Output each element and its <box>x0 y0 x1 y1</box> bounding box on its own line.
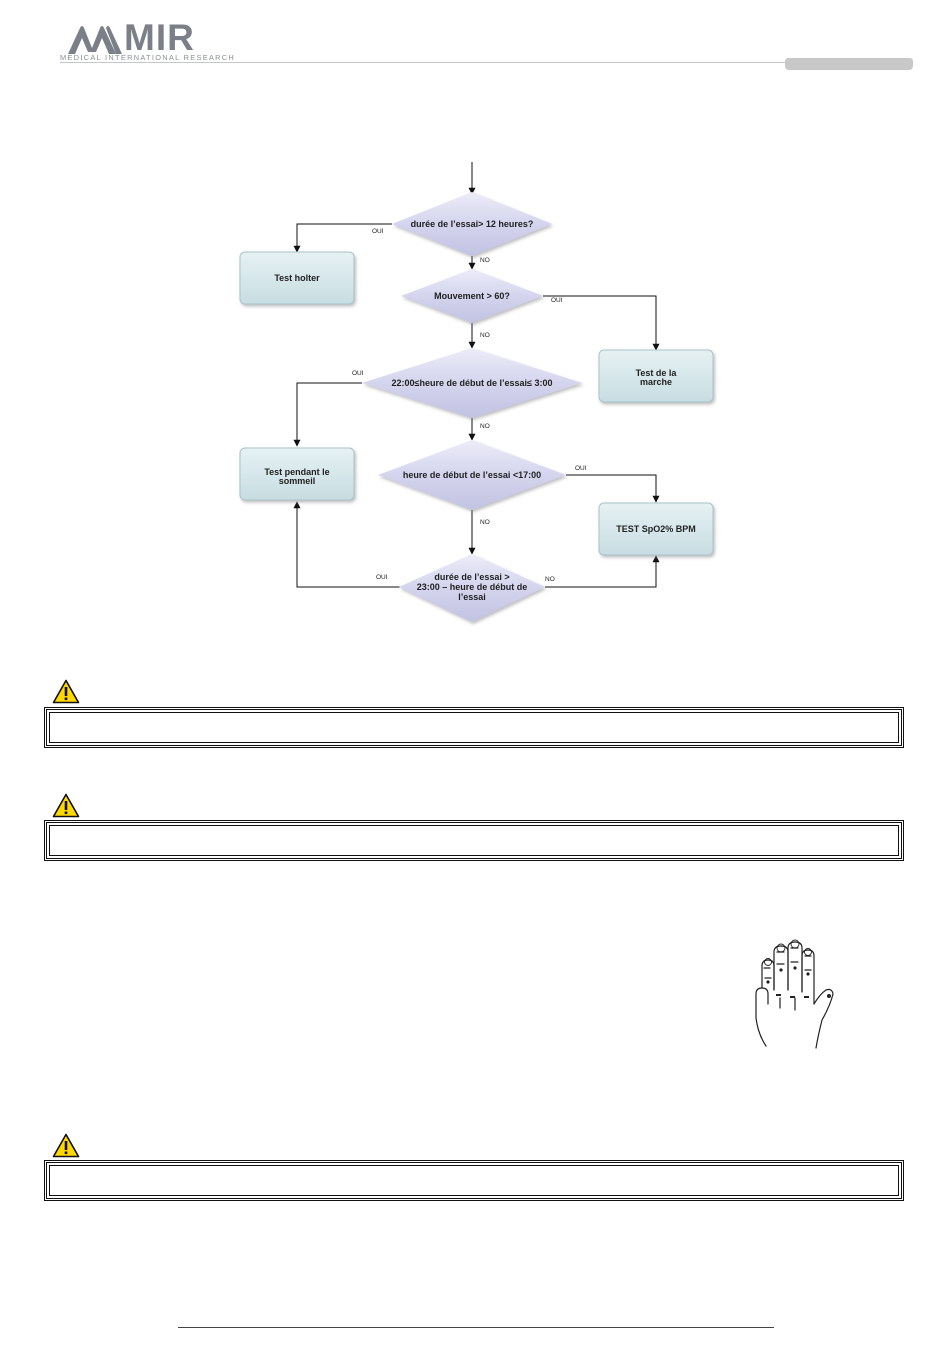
header-tab <box>785 58 913 70</box>
warning-box-3 <box>44 1160 904 1201</box>
box-test-sleep <box>239 447 355 501</box>
decision-movement <box>401 269 543 323</box>
decision-duration-12h-label: durée de l’essai> 12 heures? <box>411 219 534 229</box>
branch-label-no-2: NO <box>480 332 490 339</box>
branch-label-yes-1: OUI <box>372 228 384 235</box>
branch-label-no-4: NO <box>480 519 490 526</box>
hand-illustration <box>755 939 834 1049</box>
decision-duration-23h-label-1: durée de l’essai > <box>434 572 509 582</box>
warning-box-2 <box>44 820 904 861</box>
flowchart-connectors <box>293 162 660 588</box>
decision-before-17-label: heure de début de l’essai <17:00 <box>403 470 541 480</box>
footer-rule <box>178 1327 774 1328</box>
box-test-holter <box>239 251 355 305</box>
decision-duration-12h <box>392 192 552 256</box>
branch-label-no-1: NO <box>480 257 490 264</box>
branch-label-yes-3: OUI <box>352 370 364 377</box>
warning-triangle-icon <box>52 793 80 818</box>
box-test-walk-label-1: Test de la <box>636 368 678 378</box>
branch-label-yes-2: OUI <box>551 297 563 304</box>
flowchart: durée de l’essai> 12 heures? Mouvement >… <box>239 162 714 622</box>
decision-duration-23h-label-2: 23:00 – heure de début de <box>417 582 528 592</box>
warning-triangle-icon <box>52 1133 80 1158</box>
box-test-spo2 <box>598 502 714 556</box>
box-test-holter-label: Test holter <box>274 273 320 283</box>
box-test-sleep-label-1: Test pendant le <box>264 467 329 477</box>
branch-label-no-3: NO <box>480 423 490 430</box>
branch-label-yes-5: OUI <box>376 574 388 581</box>
branch-label-yes-4: OUI <box>575 465 587 472</box>
logo-subtitle: MEDICAL INTERNATIONAL RESEARCH <box>60 53 236 62</box>
header-rule <box>60 62 785 63</box>
decision-night-start <box>362 348 582 418</box>
warning-triangle-icon <box>52 679 80 704</box>
box-test-walk-label-2: marche <box>640 377 672 387</box>
mir-logo: MIR MEDICAL INTERNATIONAL RESEARCH <box>60 16 241 64</box>
branch-label-no-5: NO <box>545 576 555 583</box>
decision-movement-label: Mouvement > 60? <box>434 291 510 301</box>
decision-night-start-label: 22:00≤heure de début de l’essai≤ 3:00 <box>392 378 553 388</box>
decision-duration-23h-label-3: l’essai <box>458 592 486 602</box>
decision-before-17 <box>378 440 566 510</box>
mir-logo-mark <box>68 26 122 54</box>
decision-duration-23h <box>399 554 545 622</box>
box-test-sleep-label-2: sommeil <box>279 476 316 486</box>
box-test-spo2-label: TEST SpO2% BPM <box>616 524 696 534</box>
logo-wordmark: MIR <box>124 17 195 58</box>
box-test-walk <box>598 349 714 403</box>
warning-box-1 <box>44 707 904 748</box>
